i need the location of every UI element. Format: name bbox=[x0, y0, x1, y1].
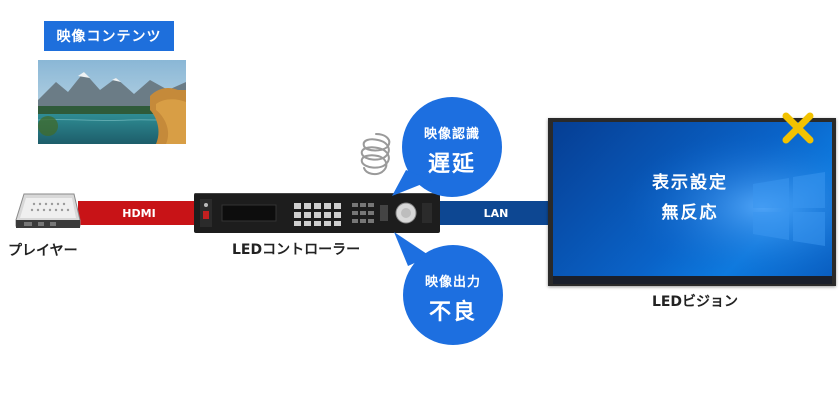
lan-cable: LAN bbox=[440, 201, 552, 225]
content-photo bbox=[38, 60, 186, 144]
hdmi-cable: HDMI bbox=[78, 201, 200, 225]
bubble-delay-line2: 遅延 bbox=[427, 152, 476, 177]
led-status-line2: 無反応 bbox=[661, 203, 719, 223]
bubble-output: 映像出力 不良 bbox=[403, 245, 503, 345]
bubble-output-line2: 不良 bbox=[428, 300, 477, 325]
x-mark-icon bbox=[780, 110, 816, 150]
led-status-text: 表示設定 無反応 bbox=[600, 168, 780, 228]
led-status-line1: 表示設定 bbox=[652, 173, 728, 193]
spiral-icon bbox=[352, 130, 400, 194]
led-vision-screen bbox=[553, 122, 832, 276]
player-device bbox=[14, 190, 82, 232]
bubble-delay-tail bbox=[392, 170, 432, 196]
content-label: 映像コンテンツ bbox=[44, 21, 174, 51]
bubble-delay-line1: 映像認識 bbox=[423, 127, 480, 142]
led-vision-label: LEDビジョン bbox=[651, 294, 739, 310]
led-controller-device bbox=[194, 193, 440, 233]
led-taskbar bbox=[553, 276, 832, 284]
controller-label: LEDコントローラー bbox=[232, 242, 361, 258]
bubble-output-tail bbox=[394, 232, 430, 266]
bubble-output-line1: 映像出力 bbox=[424, 275, 481, 290]
player-label: プレイヤー bbox=[8, 243, 78, 259]
